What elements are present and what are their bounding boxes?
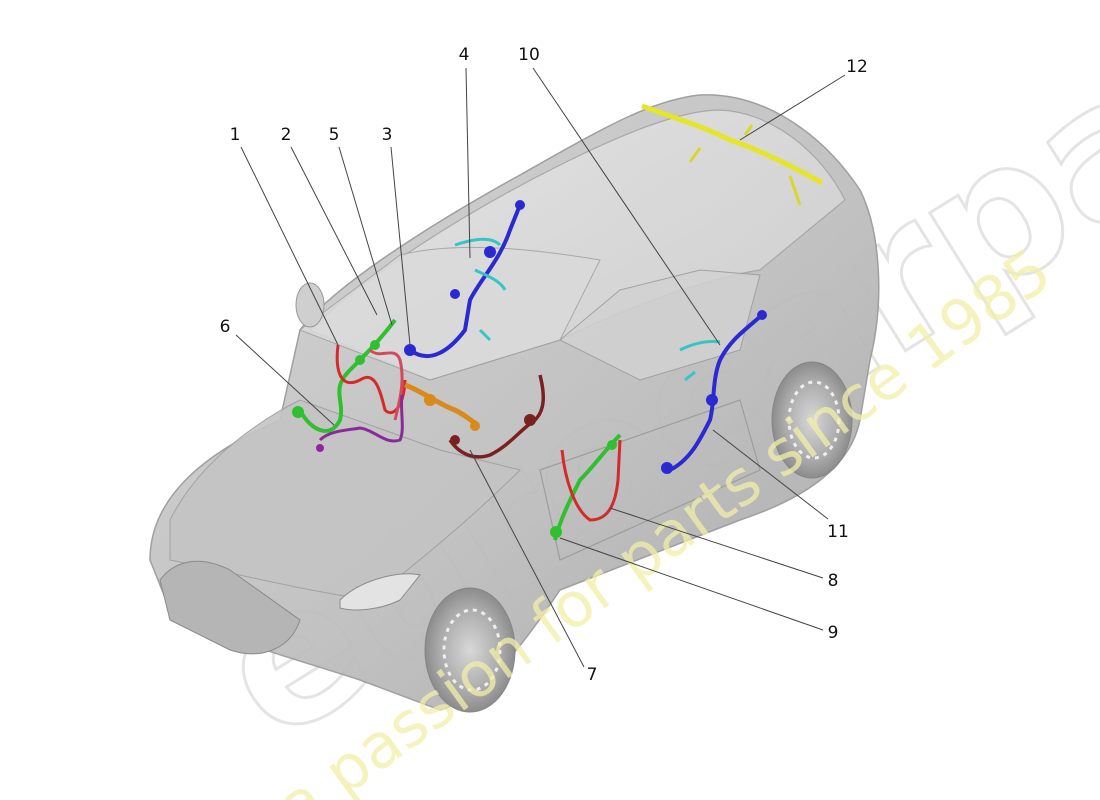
leader-1: [240, 146, 339, 346]
callout-8[interactable]: 8: [828, 571, 839, 591]
callout-2[interactable]: 2: [281, 125, 292, 145]
vehicle-mirror: [295, 282, 325, 328]
vehicle-hood: [169, 399, 521, 601]
callout-10[interactable]: 10: [518, 45, 540, 65]
leader-3: [390, 146, 411, 346]
harness-3-4-dash: [404, 200, 525, 358]
callout-4[interactable]: 4: [459, 45, 470, 65]
harness-7: [448, 374, 546, 459]
callout-7[interactable]: 7: [587, 665, 598, 685]
callout-9[interactable]: 9: [828, 623, 839, 643]
front-wheel: [424, 587, 516, 713]
harness-12-roof: [641, 103, 824, 206]
leader-12: [739, 74, 846, 141]
harness-10-11-rear-door: [661, 310, 767, 474]
leader-10: [532, 67, 721, 346]
vehicle-side-window: [559, 269, 761, 381]
leader-lines: [235, 67, 846, 668]
harness-6: [316, 394, 404, 452]
leader-8: [609, 507, 824, 579]
vehicle: [149, 94, 880, 713]
leader-11: [712, 429, 829, 520]
rear-wheel: [771, 361, 853, 479]
leader-6: [235, 334, 335, 426]
callout-1[interactable]: 1: [230, 125, 241, 145]
leader-2: [290, 146, 378, 316]
callout-5[interactable]: 5: [329, 125, 340, 145]
callout-labels: 1 2 5 3 4 10 12 6 11 8 9 7: [220, 45, 868, 685]
vehicle-headlight: [339, 573, 421, 611]
callout-3[interactable]: 3: [382, 125, 393, 145]
callout-11[interactable]: 11: [827, 522, 849, 542]
vehicle-grille: [159, 560, 301, 655]
leader-9: [559, 537, 824, 631]
leader-7: [469, 449, 585, 668]
callout-12[interactable]: 12: [846, 57, 868, 77]
callout-6[interactable]: 6: [220, 317, 231, 337]
leader-5: [338, 146, 393, 326]
harnesses: [292, 103, 824, 541]
harness-8-9-door: [550, 433, 622, 541]
harness-1-2-5-front: [292, 318, 407, 433]
harness-orange-center: [404, 382, 480, 431]
leader-4: [465, 67, 471, 259]
